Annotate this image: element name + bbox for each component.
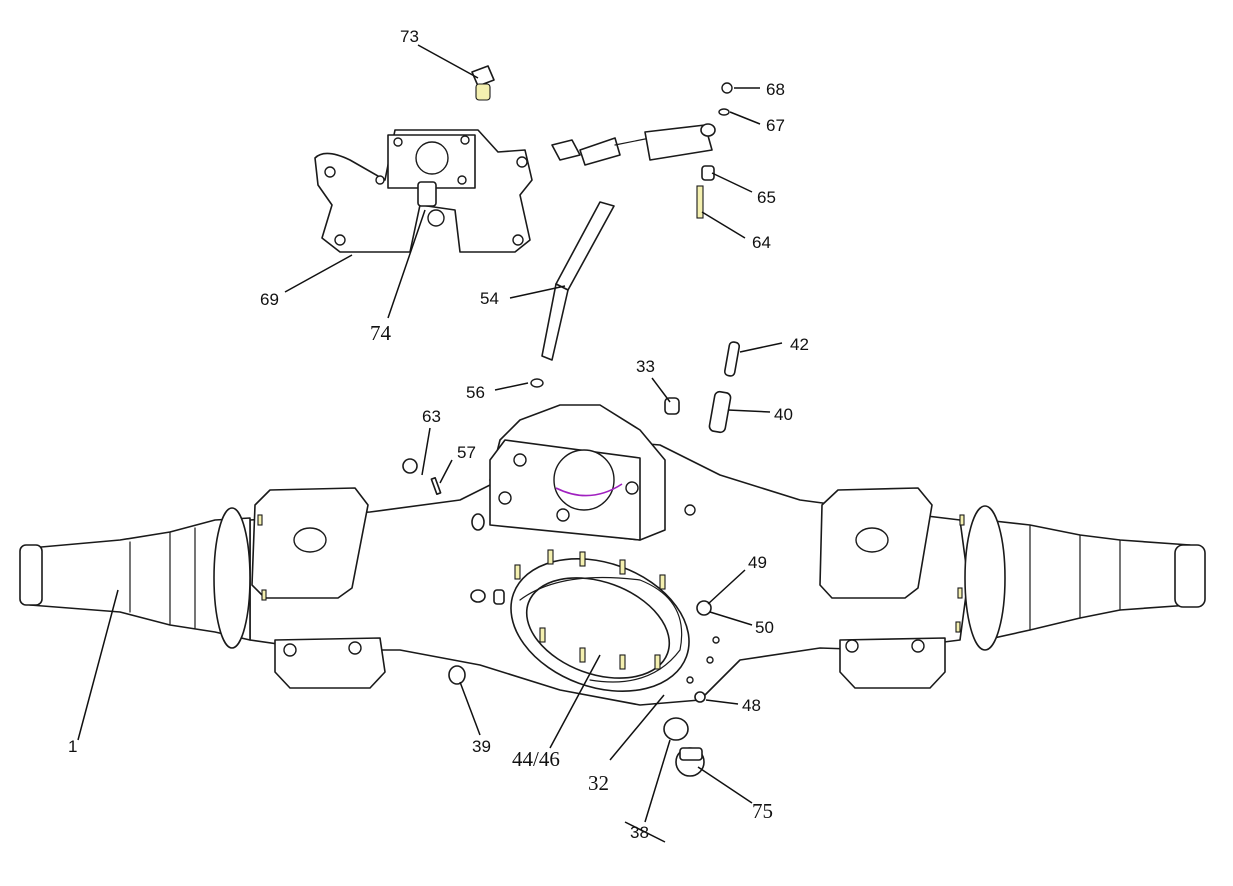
flange-bolts [257,514,965,633]
callout-33: 33 [636,357,655,376]
cylinder-assembly [551,82,733,219]
callout-49: 49 [748,553,767,572]
pins-40-42 [664,341,741,434]
callout-labels: 73 68 67 65 64 69 74 54 42 33 56 40 63 5… [68,27,809,842]
callout-38: 38 [630,823,649,842]
callout-40: 40 [774,405,793,424]
grease-fitting [417,181,437,207]
callout-48: 48 [742,696,761,715]
callout-68: 68 [766,80,785,99]
leader-lines [77,44,783,843]
callout-69: 69 [260,290,279,309]
callout-57: 57 [457,443,476,462]
upper-bracket [314,129,533,253]
callout-54: 54 [480,289,499,308]
callout-42: 42 [790,335,809,354]
callout-32: 32 [588,771,609,795]
callout-56: 56 [466,383,485,402]
callout-74: 74 [370,321,392,345]
right-spindle [984,519,1191,641]
callout-65: 65 [757,188,776,207]
callout-1: 1 [68,737,77,756]
callout-67: 67 [766,116,785,135]
cover-bolts [514,549,666,670]
callout-63: 63 [422,407,441,426]
seal-ring-accent [555,483,623,497]
shaft-54 [530,201,615,388]
axle-housing [19,404,1206,706]
callout-44-46: 44/46 [512,747,560,771]
small-parts [402,458,712,777]
callout-64: 64 [752,233,771,252]
callout-39: 39 [472,737,491,756]
bolt-73 [471,65,495,101]
callout-75: 75 [752,799,773,823]
callout-50: 50 [755,618,774,637]
callout-73: 73 [400,27,419,46]
